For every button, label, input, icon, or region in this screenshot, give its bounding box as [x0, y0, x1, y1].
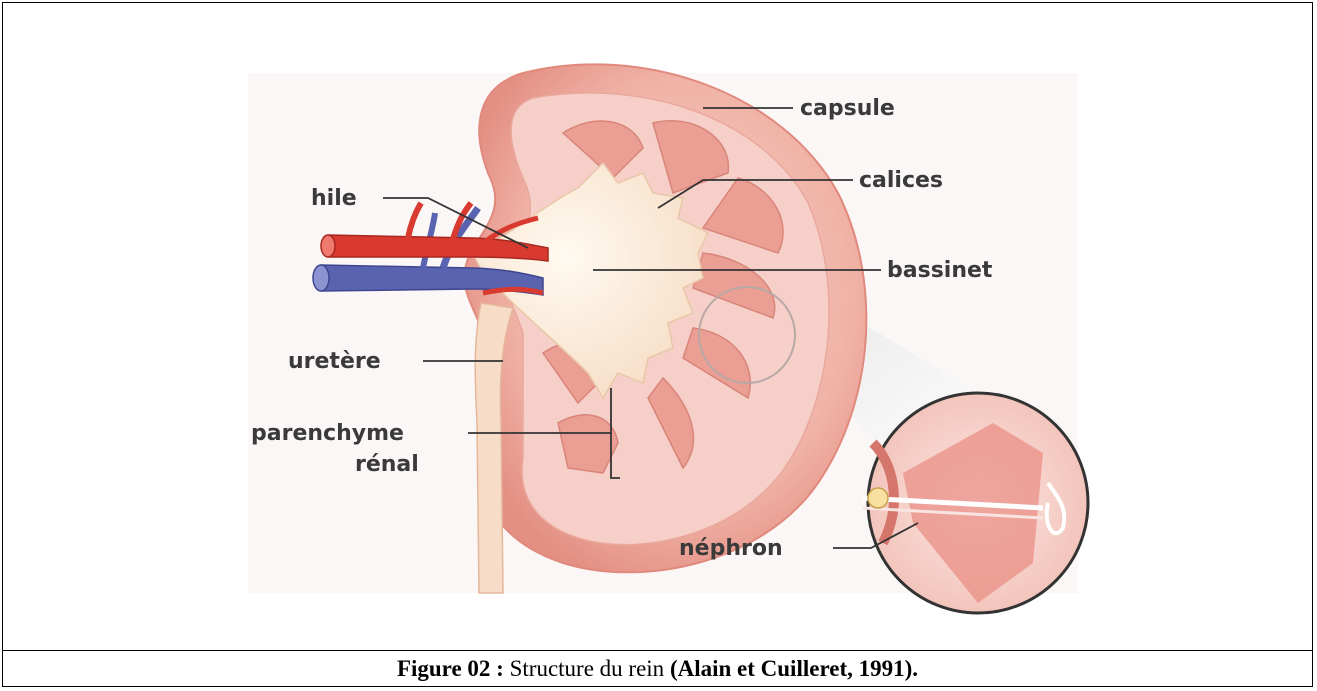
label-bassinet: bassinet [887, 258, 993, 283]
label-calices: calices [859, 168, 943, 193]
label-renal: rénal [355, 452, 419, 477]
label-nephron: néphron [679, 536, 783, 561]
figure-citation: Alain et Cuilleret, 1991 [678, 656, 905, 682]
label-capsule: capsule [800, 96, 895, 121]
figure-number: Figure 02 : [397, 656, 504, 682]
figure-caption: Figure 02 : Structure du rein ( Alain et… [2, 651, 1313, 687]
label-hile: hile [311, 186, 357, 211]
figure-title: Structure du rein [504, 656, 670, 682]
citation-close-paren: ). [905, 656, 918, 682]
label-parenchyme: parenchyme [251, 421, 404, 446]
citation-open-paren: ( [670, 656, 678, 682]
kidney-illustration: capsule calices hile bassinet uretère pa… [3, 3, 1312, 648]
kidney-figure: capsule calices hile bassinet uretère pa… [3, 3, 1312, 648]
label-uretere: uretère [288, 349, 381, 374]
